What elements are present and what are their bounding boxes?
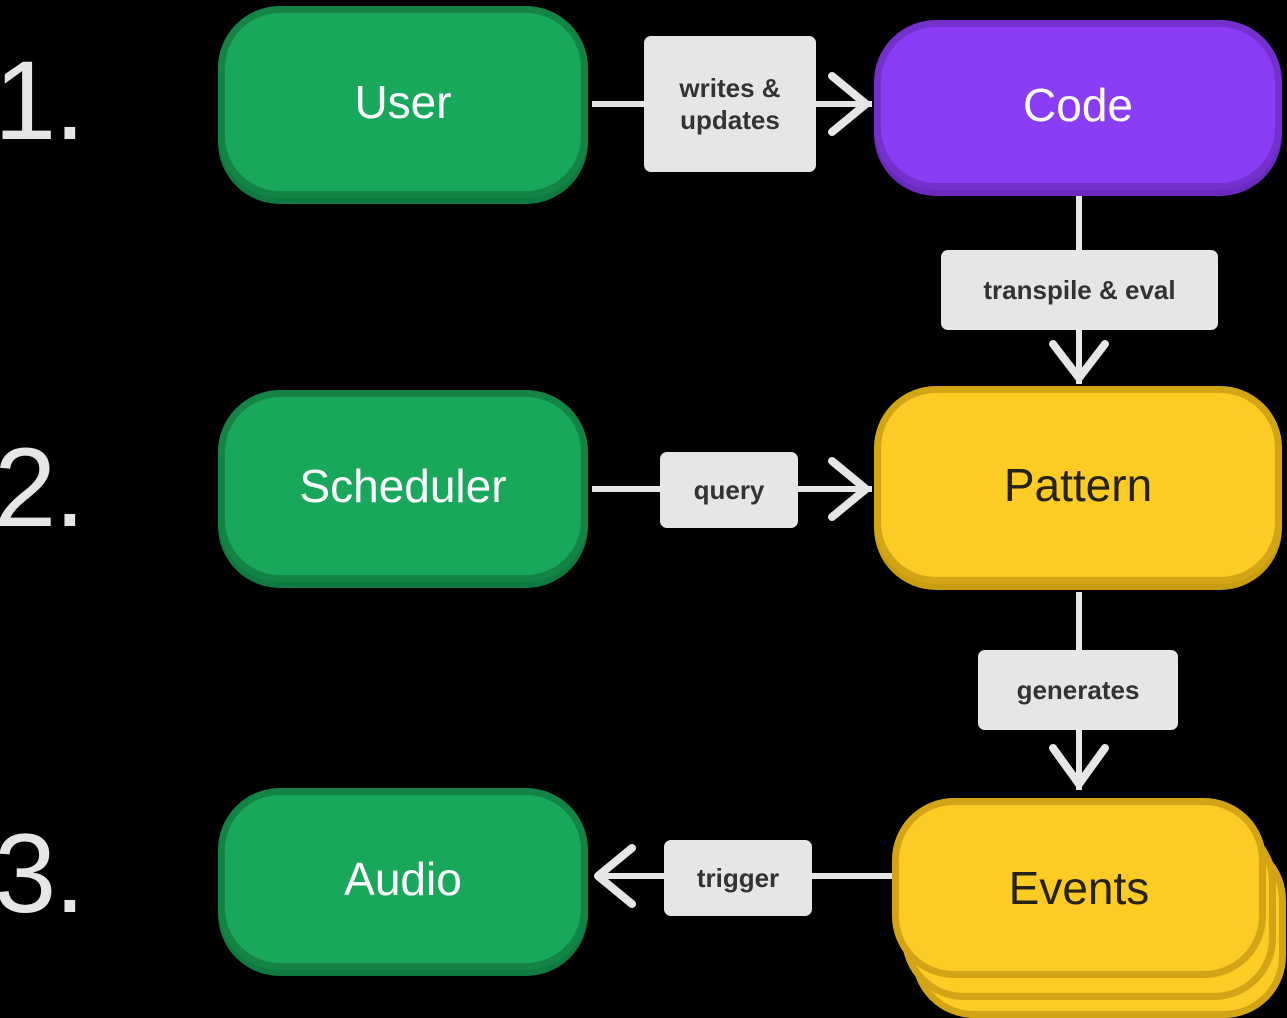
edge-label-generates: generates [978,650,1178,730]
node-pattern-label: Pattern [1003,459,1153,511]
node-code[interactable]: Code [874,20,1282,190]
edge-label-writes-updates: writes & updates [644,36,816,172]
node-user[interactable]: User [218,6,588,198]
node-scheduler[interactable]: Scheduler [218,390,588,582]
edge-label-transpile-eval: transpile & eval [941,250,1218,330]
node-code-label: Code [1023,79,1133,131]
node-audio[interactable]: Audio [218,788,588,970]
edge-label-query: query [660,452,798,528]
node-events-label: Events [1008,862,1150,914]
step-number-3: 3. [0,811,85,936]
node-events-layer-front: Events [892,798,1266,978]
node-pattern[interactable]: Pattern [874,386,1282,584]
edge-label-trigger: trigger [664,840,812,916]
node-audio-label: Audio [344,853,462,905]
node-scheduler-label: Scheduler [299,460,507,512]
node-user-label: User [354,76,452,128]
step-number-2: 2. [0,425,85,550]
node-events[interactable]: Events [892,786,1287,1018]
step-number-1: 1. [0,38,85,163]
